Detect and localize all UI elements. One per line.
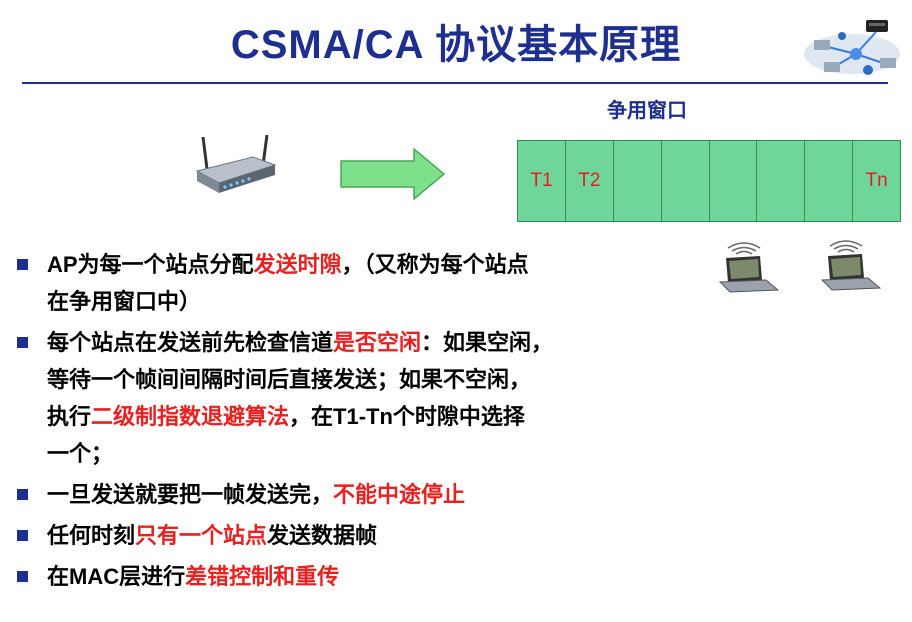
title-divider [22,82,888,84]
bullet-item: AP为每一个站点分配发送时隙，（又称为每个站点在争用窗口中） [15,246,715,320]
bullet-item: 每个站点在发送前先检查信道是否空闲：如果空闲， 等待一个帧间间隔时间后直接发送；如… [15,324,715,472]
time-slot-5 [710,141,758,221]
bullet-item: 在MAC层进行差错控制和重传 [15,558,715,595]
bullet-line: 任何时刻只有一个站点发送数据帧 [47,517,715,554]
highlight-text: 差错控制和重传 [185,564,340,589]
bullet-item: 一旦发送就要把一帧发送完，不能中途停止 [15,476,715,513]
contention-window-caption: 争用窗口 [607,100,687,122]
bullet-line: 一个； [47,435,715,472]
laptop-icon [820,240,882,291]
router-icon [195,135,277,193]
time-slot-n: Tn [865,170,888,191]
highlight-text: 不能中途停止 [333,482,466,507]
time-slot-1: T1 [518,141,566,221]
contention-window: T1 T2 Tn [517,140,901,222]
time-slot-2: T2 [566,141,614,221]
bullet-text: 一个； [47,441,114,466]
bullet-text: 每个站点在发送前先检查信道 [47,330,334,355]
time-slot-7 [805,141,854,221]
bullet-marker-icon [17,337,28,348]
bullet-item: 任何时刻只有一个站点发送数据帧 [15,517,715,554]
bullet-text: 等待一个帧间间隔时间后直接发送；如果不空闲， [47,367,532,392]
bullet-text: 任何时刻 [47,523,136,548]
highlight-text: 是否空闲 [333,330,422,355]
network-icon [804,20,900,75]
time-slot-4 [662,141,710,221]
bullet-marker-icon [17,530,28,541]
highlight-text: 只有一个站点 [135,523,268,548]
bullet-text: 执行 [47,404,92,429]
arrow-icon [340,148,446,200]
bullet-marker-icon [17,259,28,270]
bullet-text: 在争用窗口中） [47,289,202,314]
bullet-text: ：如果空闲， [421,330,554,355]
bullet-line: 执行二级制指数退避算法，在T1-Tn个时隙中选择 [47,398,715,435]
page-title: CSMA/CA 协议基本原理 [230,23,682,67]
highlight-text: 二级制指数退避算法 [91,404,290,429]
bullet-line: 等待一个帧间间隔时间后直接发送；如果不空闲， [47,361,715,398]
bullet-line: 在MAC层进行差错控制和重传 [47,558,715,595]
bullet-marker-icon [17,489,28,500]
highlight-text: 发送时隙 [253,252,342,277]
bullet-marker-icon [17,571,28,582]
bullet-list: AP为每一个站点分配发送时隙，（又称为每个站点在争用窗口中）每个站点在发送前先检… [15,246,715,599]
bullet-line: 在争用窗口中） [47,283,715,320]
bullet-text: AP为每一个站点分配 [47,252,254,277]
bullet-text: 发送数据帧 [267,523,378,548]
bullet-text: 在MAC层进行 [47,564,186,589]
bullet-line: 一旦发送就要把一帧发送完，不能中途停止 [47,476,715,513]
laptop-icon [718,242,780,293]
bullet-line: AP为每一个站点分配发送时隙，（又称为每个站点 [47,246,715,283]
bullet-text: ，（又称为每个站点 [341,252,529,277]
bullet-text: 一旦发送就要把一帧发送完， [47,482,334,507]
time-slot-3 [614,141,662,221]
bullet-text: ，在T1-Tn个时隙中选择 [289,404,525,429]
bullet-line: 每个站点在发送前先检查信道是否空闲：如果空闲， [47,324,715,361]
time-slot-6 [757,141,806,221]
